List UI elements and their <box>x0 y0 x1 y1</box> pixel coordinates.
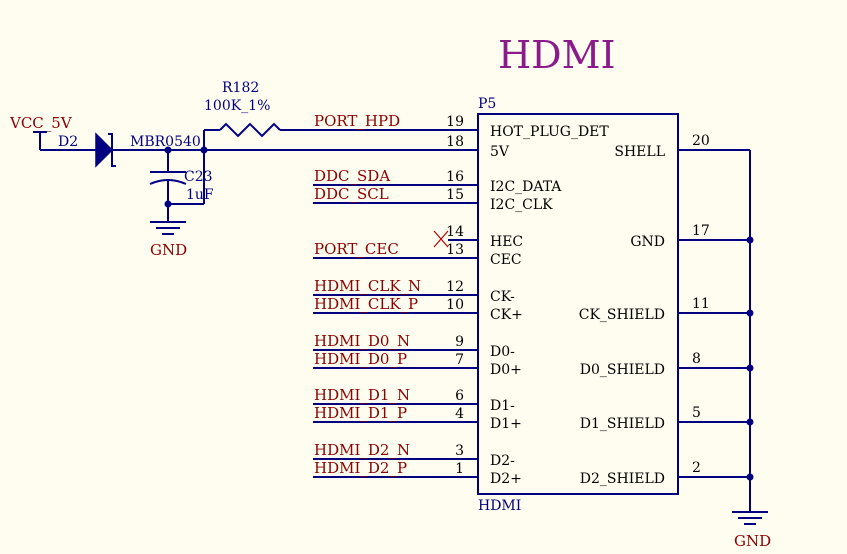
resistor-r182-symbol <box>219 122 281 138</box>
net-label: DDC_SDA <box>314 167 390 185</box>
pin-number: 1 <box>455 461 464 477</box>
net-label: PORT_HPD <box>314 112 400 130</box>
pin-number: 4 <box>455 406 464 422</box>
left-pin-3: HDMI_D2_N 3D2- <box>313 441 515 469</box>
ground-symbol-left <box>150 221 186 235</box>
pin-name: D0- <box>490 344 515 360</box>
pin-number: 6 <box>455 388 464 404</box>
pin-number: 13 <box>446 242 464 258</box>
pin-number: 11 <box>692 296 710 312</box>
pin-number: 9 <box>455 334 464 350</box>
left-pin-6: HDMI_D1_N 6D1- <box>313 386 515 414</box>
res-value: 100K_1% <box>204 98 270 114</box>
pin-number: 12 <box>446 279 464 295</box>
pin-number: 18 <box>446 134 464 150</box>
cap-ref: C23 <box>184 169 213 185</box>
vcc-label: VCC_5V <box>9 114 73 132</box>
left-pin-18: 18 5V <box>446 134 510 160</box>
net-label: HDMI_CLK_N <box>314 277 421 295</box>
pin-name: D1_SHIELD <box>580 416 665 432</box>
pin-number: 10 <box>446 297 464 313</box>
res-ref: R182 <box>222 80 259 96</box>
pin-number: 19 <box>446 114 464 130</box>
pin-number: 8 <box>692 351 701 367</box>
ground-symbol-right <box>732 511 768 525</box>
no-connect-mark <box>433 230 449 248</box>
pin-name: CK- <box>490 289 515 305</box>
pin-name: CK+ <box>490 307 523 323</box>
pin-number: 2 <box>692 460 701 476</box>
net-label: HDMI_D2_N <box>314 441 410 459</box>
net-label: PORT_CEC <box>314 240 399 258</box>
net-label: HDMI_D2_P <box>314 459 407 477</box>
pin-name: D0_SHIELD <box>580 362 665 378</box>
right-pin-5: 5D1_SHIELD <box>580 405 754 432</box>
left-pin-9: HDMI_D0_N 9D0- <box>313 332 515 360</box>
net-label: HDMI_D1_N <box>314 386 410 404</box>
pin-number: 16 <box>446 169 464 185</box>
pin-name: I2C_DATA <box>490 179 562 195</box>
pin-number: 5 <box>692 405 701 421</box>
pin-name: HOT_PLUG_DET <box>490 124 609 140</box>
pin-number: 3 <box>455 443 464 459</box>
pin-number: 14 <box>446 224 464 240</box>
pin-name: GND <box>630 234 665 250</box>
page-title: HDMI <box>498 33 616 77</box>
pin-name: SHELL <box>614 144 665 160</box>
gnd-right-label: GND <box>734 532 771 550</box>
pin-name: 5V <box>490 144 510 160</box>
left-pin-1: HDMI_D2_P 1D2+ <box>313 459 522 487</box>
left-pin-4: HDMI_D1_P 4D1+ <box>313 404 522 432</box>
diode-ref: D2 <box>58 134 78 150</box>
net-label: HDMI_D1_P <box>314 404 407 422</box>
pin-name: D1+ <box>490 416 522 432</box>
pin-name: CK_SHIELD <box>579 307 665 323</box>
gnd-left-label: GND <box>150 241 187 259</box>
pin-number: 20 <box>692 133 710 149</box>
pin-name: I2C_CLK <box>490 197 553 213</box>
net-label: HDMI_D0_P <box>314 350 407 368</box>
connector-ref: P5 <box>478 96 496 112</box>
pin-number: 7 <box>455 352 464 368</box>
right-pin-2: 2D2_SHIELD <box>580 460 754 487</box>
pin-name: D2+ <box>490 471 522 487</box>
diode-value: MBR0540 <box>130 134 201 150</box>
right-pin-8: 8D0_SHIELD <box>580 351 754 378</box>
connector-body <box>477 113 679 495</box>
left-pin-7: HDMI_D0_P 7D0+ <box>313 350 522 378</box>
pin-name: D0+ <box>490 362 522 378</box>
cap-value: 1uF <box>186 187 214 203</box>
connector-name: HDMI <box>478 498 521 514</box>
pin-name: D2- <box>490 453 515 469</box>
pin-name: D1- <box>490 398 515 414</box>
pin-name: HEC <box>490 234 523 250</box>
net-label: HDMI_CLK_P <box>314 295 418 313</box>
pin-number: 17 <box>692 223 710 239</box>
pin-name: CEC <box>490 252 522 268</box>
pin-number: 15 <box>446 187 464 203</box>
pin-name: D2_SHIELD <box>580 471 665 487</box>
net-label: DDC_SCL <box>314 185 389 203</box>
net-label: HDMI_D0_N <box>314 332 410 350</box>
